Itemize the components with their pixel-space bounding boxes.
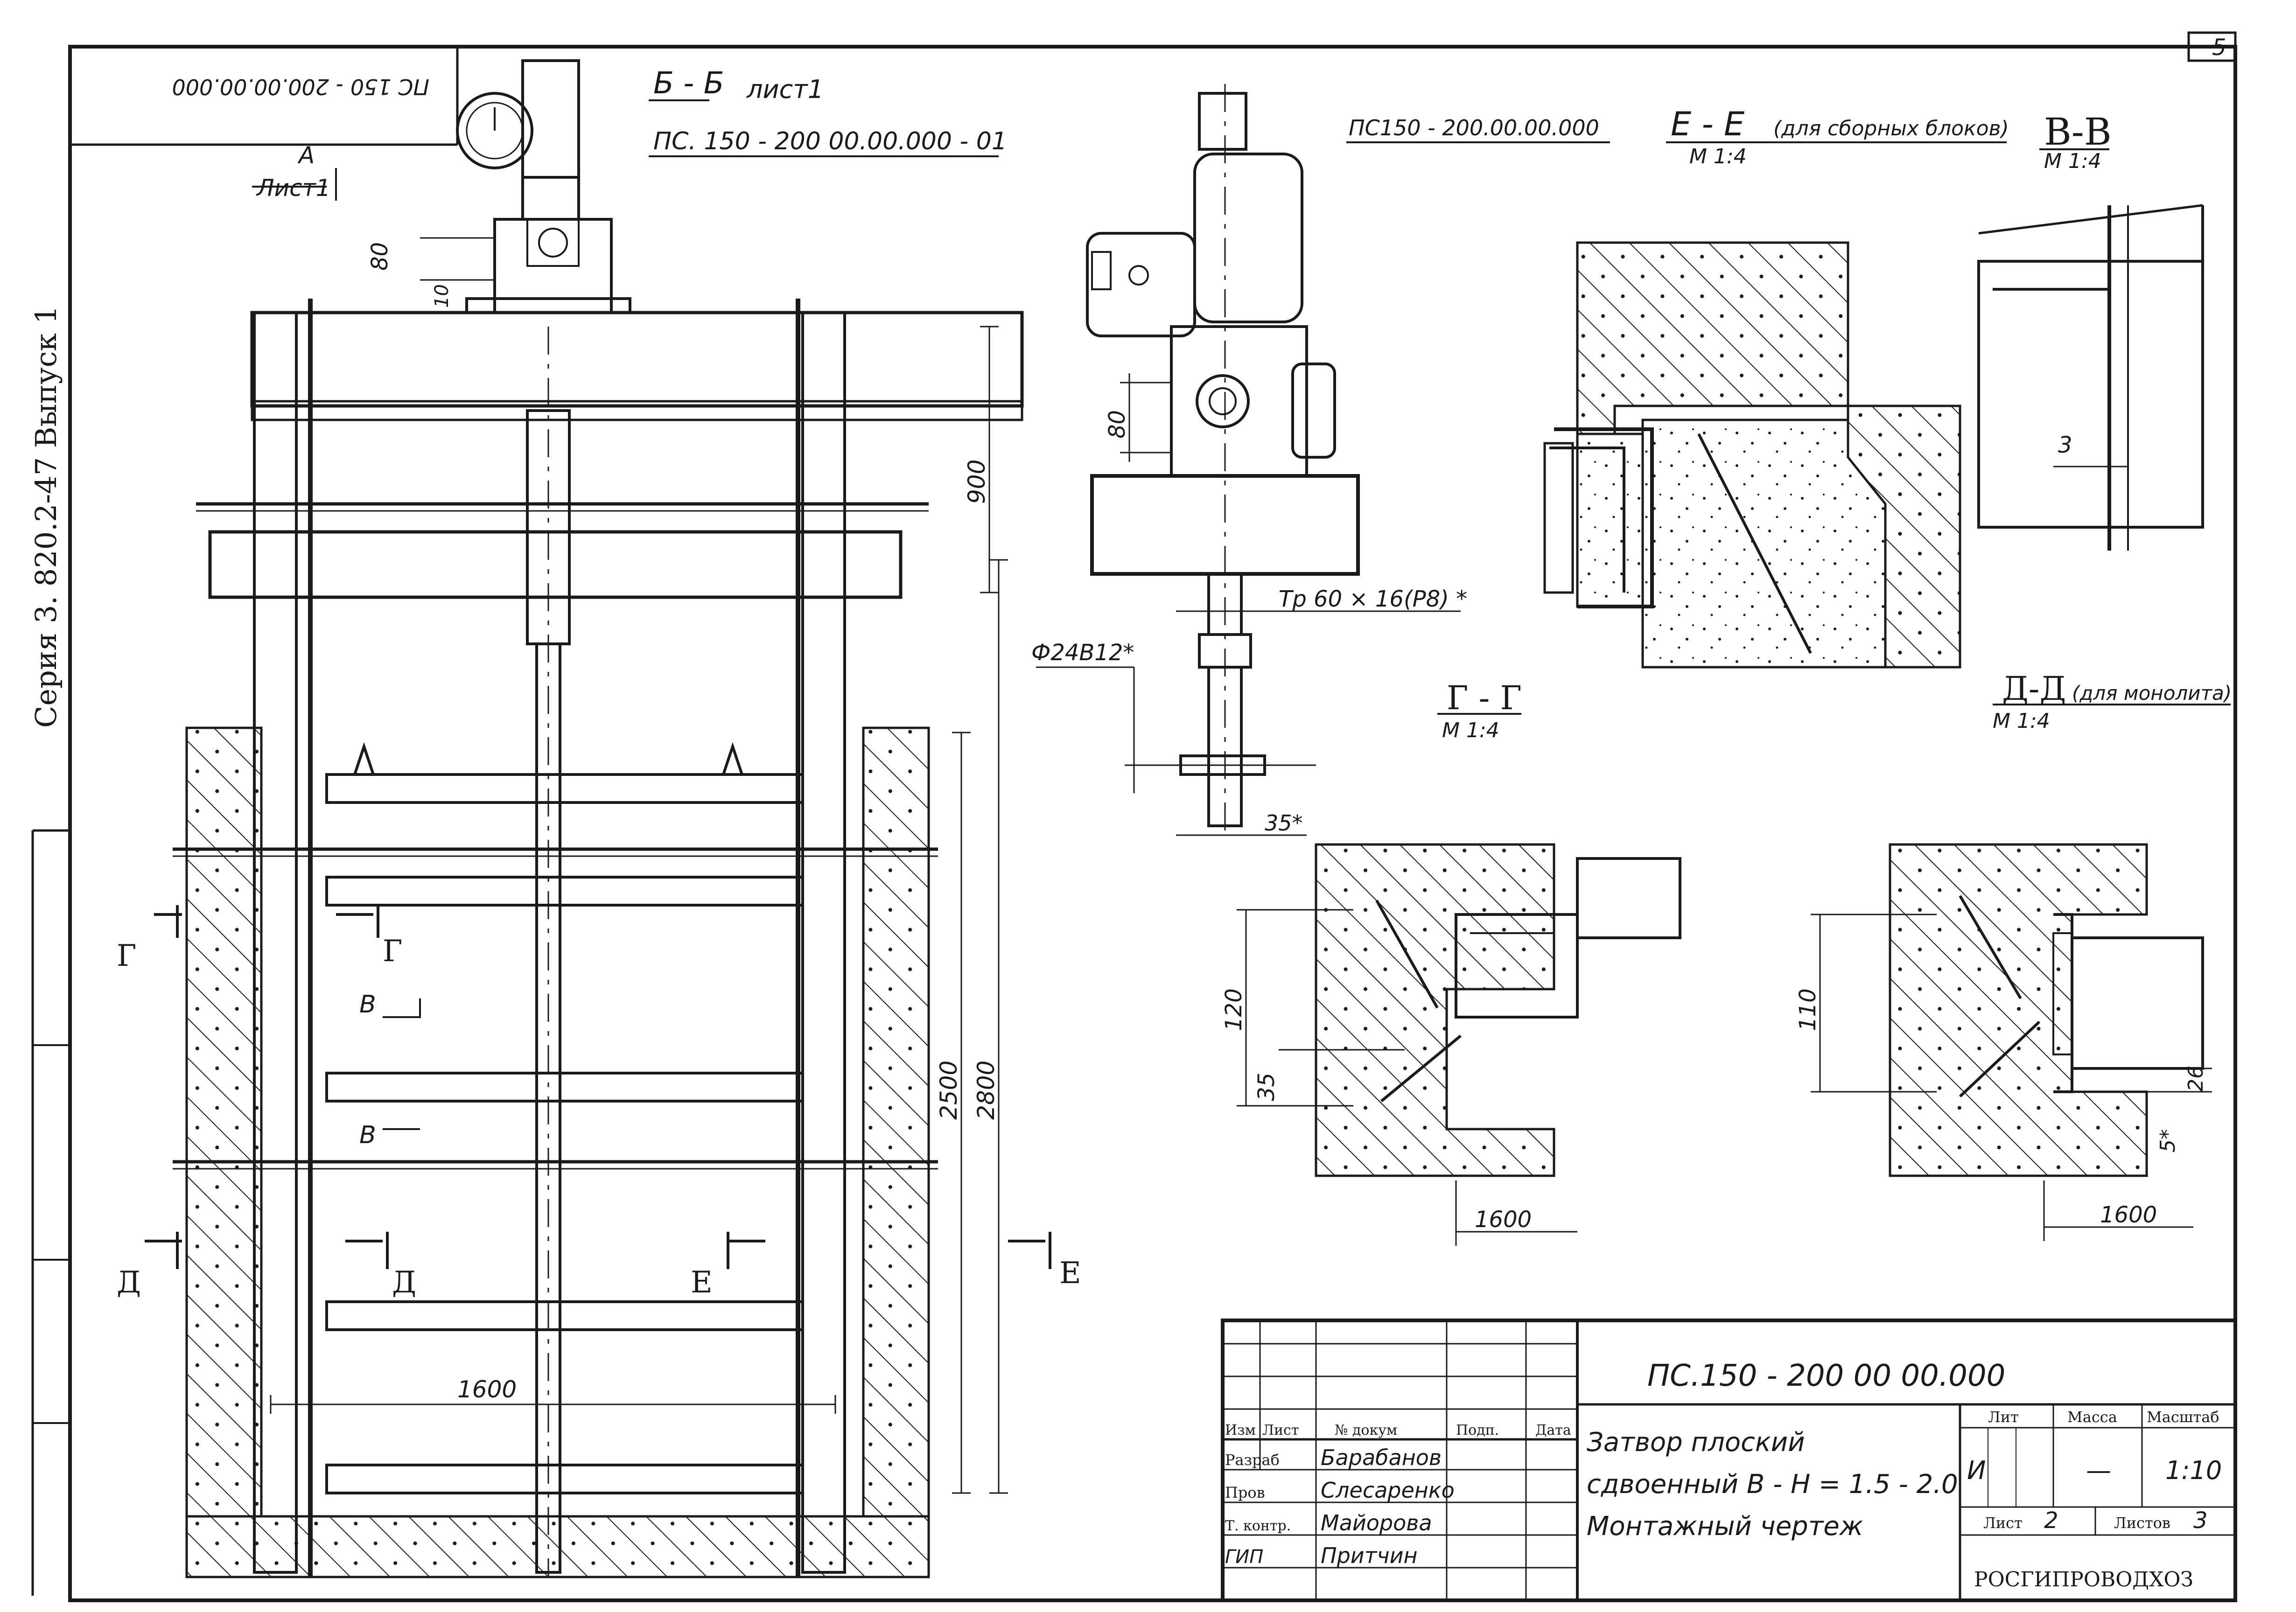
- section-dd-dim-26: 26: [2184, 1066, 2208, 1092]
- section-vv-dim: 3: [2058, 432, 2072, 458]
- organization: РОСГИПРОВОДХОЗ: [1974, 1568, 2193, 1591]
- drive-side-view: [1036, 84, 1461, 840]
- section-gg-dim-35: 35: [1253, 1073, 1280, 1101]
- section-ee-title: Е - Е: [1671, 105, 1745, 143]
- section-dd-dim-110: 110: [1795, 988, 1821, 1031]
- role-prov: Пров: [1225, 1484, 1265, 1501]
- sheet-frame: [31, 31, 2237, 1602]
- section-bb-title: Б - Б: [653, 66, 724, 101]
- drive-thread-label: Тр 60 × 16(Р8) *: [1279, 586, 1467, 612]
- mirrored-code: ПС 150 - 200.00.00.000: [172, 74, 429, 99]
- head-data: Дата: [1535, 1422, 1571, 1438]
- section-ee-note: (для сборных блоков): [1773, 117, 2009, 140]
- head-list: Лист: [1262, 1422, 1299, 1438]
- title-name-line2: сдвоенный В - Н = 1.5 - 2.0: [1587, 1469, 1958, 1500]
- section-gg-scale: М 1:4: [1442, 719, 1499, 742]
- cut-mark-d-right: Д: [392, 1265, 416, 1300]
- title-block: [1221, 1319, 2237, 1602]
- section-gg-drawing: [1237, 843, 1681, 1246]
- main-dim-2800: 2800: [973, 1061, 1000, 1120]
- sheets-label: Листов: [2114, 1514, 2170, 1532]
- main-dim-80: 80: [367, 242, 393, 271]
- scale-label: Масштаб: [2147, 1408, 2219, 1426]
- section-dd-drawing: [1811, 843, 2212, 1241]
- head-podp: Подп.: [1456, 1422, 1499, 1438]
- section-dd-dim-1600: 1600: [2100, 1202, 2157, 1228]
- name-prov: Слесаренко: [1321, 1478, 1455, 1503]
- view-a-sheet: Лист1: [256, 174, 331, 202]
- sheet-label: Лист: [1983, 1514, 2023, 1532]
- drive-dim-35: 35*: [1265, 810, 1303, 836]
- section-dd-scale: М 1:4: [1993, 709, 2050, 733]
- name-razrab: Барабанов: [1321, 1445, 1442, 1470]
- section-bb-sheet: лист1: [746, 75, 824, 104]
- cut-mark-g-right: Г: [383, 934, 402, 969]
- cut-mark-d-left: Д: [117, 1265, 141, 1300]
- sheets-value: 3: [2193, 1507, 2208, 1534]
- section-vv-scale: М 1:4: [2044, 149, 2101, 173]
- head-ndoc: № докум: [1335, 1422, 1397, 1438]
- section-ee-scale: М 1:4: [1689, 145, 1747, 168]
- main-view-code: ПС. 150 - 200 00.00.000 - 01: [653, 127, 1007, 155]
- cut-mark-e-left: Е: [691, 1265, 713, 1300]
- title-name-line3: Монтажный чертеж: [1587, 1511, 1863, 1542]
- section-vv-drawing: [1977, 204, 2204, 551]
- section-ee-code: ПС150 - 200.00.00.000: [1349, 115, 1599, 140]
- section-gg-title: Г - Г: [1447, 679, 1522, 717]
- view-a-label: А: [297, 142, 315, 169]
- cut-mark-e-right: Е: [1059, 1256, 1081, 1291]
- title-doc-code: ПС.150 - 200 00 00.000: [1647, 1359, 2005, 1393]
- cut-mark-v-top: В: [359, 991, 376, 1019]
- section-dd-title: Д-Д: [2002, 670, 2066, 708]
- name-tkontr: Майорова: [1321, 1510, 1432, 1535]
- drive-bore-label: Ф24В12*: [1031, 640, 1134, 666]
- title-name-line1: Затвор плоский: [1587, 1427, 1805, 1458]
- section-gg-dim-120: 120: [1221, 988, 1247, 1031]
- head-izm: Изм: [1225, 1422, 1256, 1438]
- lit-value: И: [1967, 1456, 1986, 1485]
- bottom-sill: [185, 1515, 930, 1578]
- mass-label: Масса: [2067, 1408, 2117, 1426]
- scale-value: 1:10: [2165, 1456, 2222, 1485]
- mass-value: —: [2086, 1456, 2111, 1485]
- page-number: 5: [2212, 35, 2226, 61]
- main-dim-1600: 1600: [457, 1376, 517, 1403]
- role-razrab: Разраб: [1225, 1451, 1280, 1469]
- section-dd-dim-5: 5*: [2156, 1129, 2180, 1152]
- series-label: Серия 3. 820.2-47 Выпуск 1: [29, 306, 63, 728]
- main-dim-10: 10: [431, 284, 453, 308]
- main-dim-900: 900: [963, 460, 990, 504]
- section-dd-note: (для монолита): [2072, 682, 2232, 705]
- main-dim-2500: 2500: [935, 1061, 962, 1120]
- cut-mark-g-left: Г: [117, 939, 136, 973]
- right-wall-section: [862, 726, 930, 1574]
- name-gip: Притчин: [1321, 1543, 1418, 1568]
- drive-dim-80: 80: [1104, 410, 1130, 439]
- role-gip: ГИП: [1225, 1546, 1263, 1568]
- cut-mark-v-bottom: В: [359, 1121, 376, 1149]
- section-vv-title: В-В: [2044, 110, 2112, 154]
- role-tkontr: Т. контр.: [1225, 1518, 1291, 1534]
- main-gate-view: [145, 59, 1051, 1578]
- sheet-value: 2: [2044, 1507, 2058, 1534]
- lit-label: Лит: [1988, 1408, 2019, 1426]
- section-ee-drawing: [1543, 241, 1961, 669]
- section-gg-dim-1600: 1600: [1475, 1207, 1532, 1233]
- left-wall-section: [185, 726, 263, 1574]
